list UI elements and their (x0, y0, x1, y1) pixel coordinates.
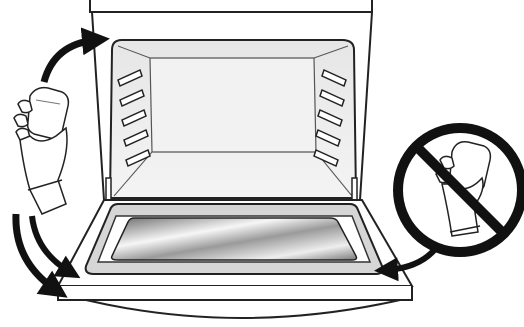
oven-bottom-panel (86, 300, 400, 318)
curved-arrow-icon (44, 40, 96, 82)
door-glass-window (112, 218, 357, 260)
open-oven-door (58, 200, 412, 300)
hand-with-sponge-icon (14, 88, 68, 214)
curved-arrow-icon (32, 216, 70, 272)
prohibited-icon (398, 128, 522, 252)
